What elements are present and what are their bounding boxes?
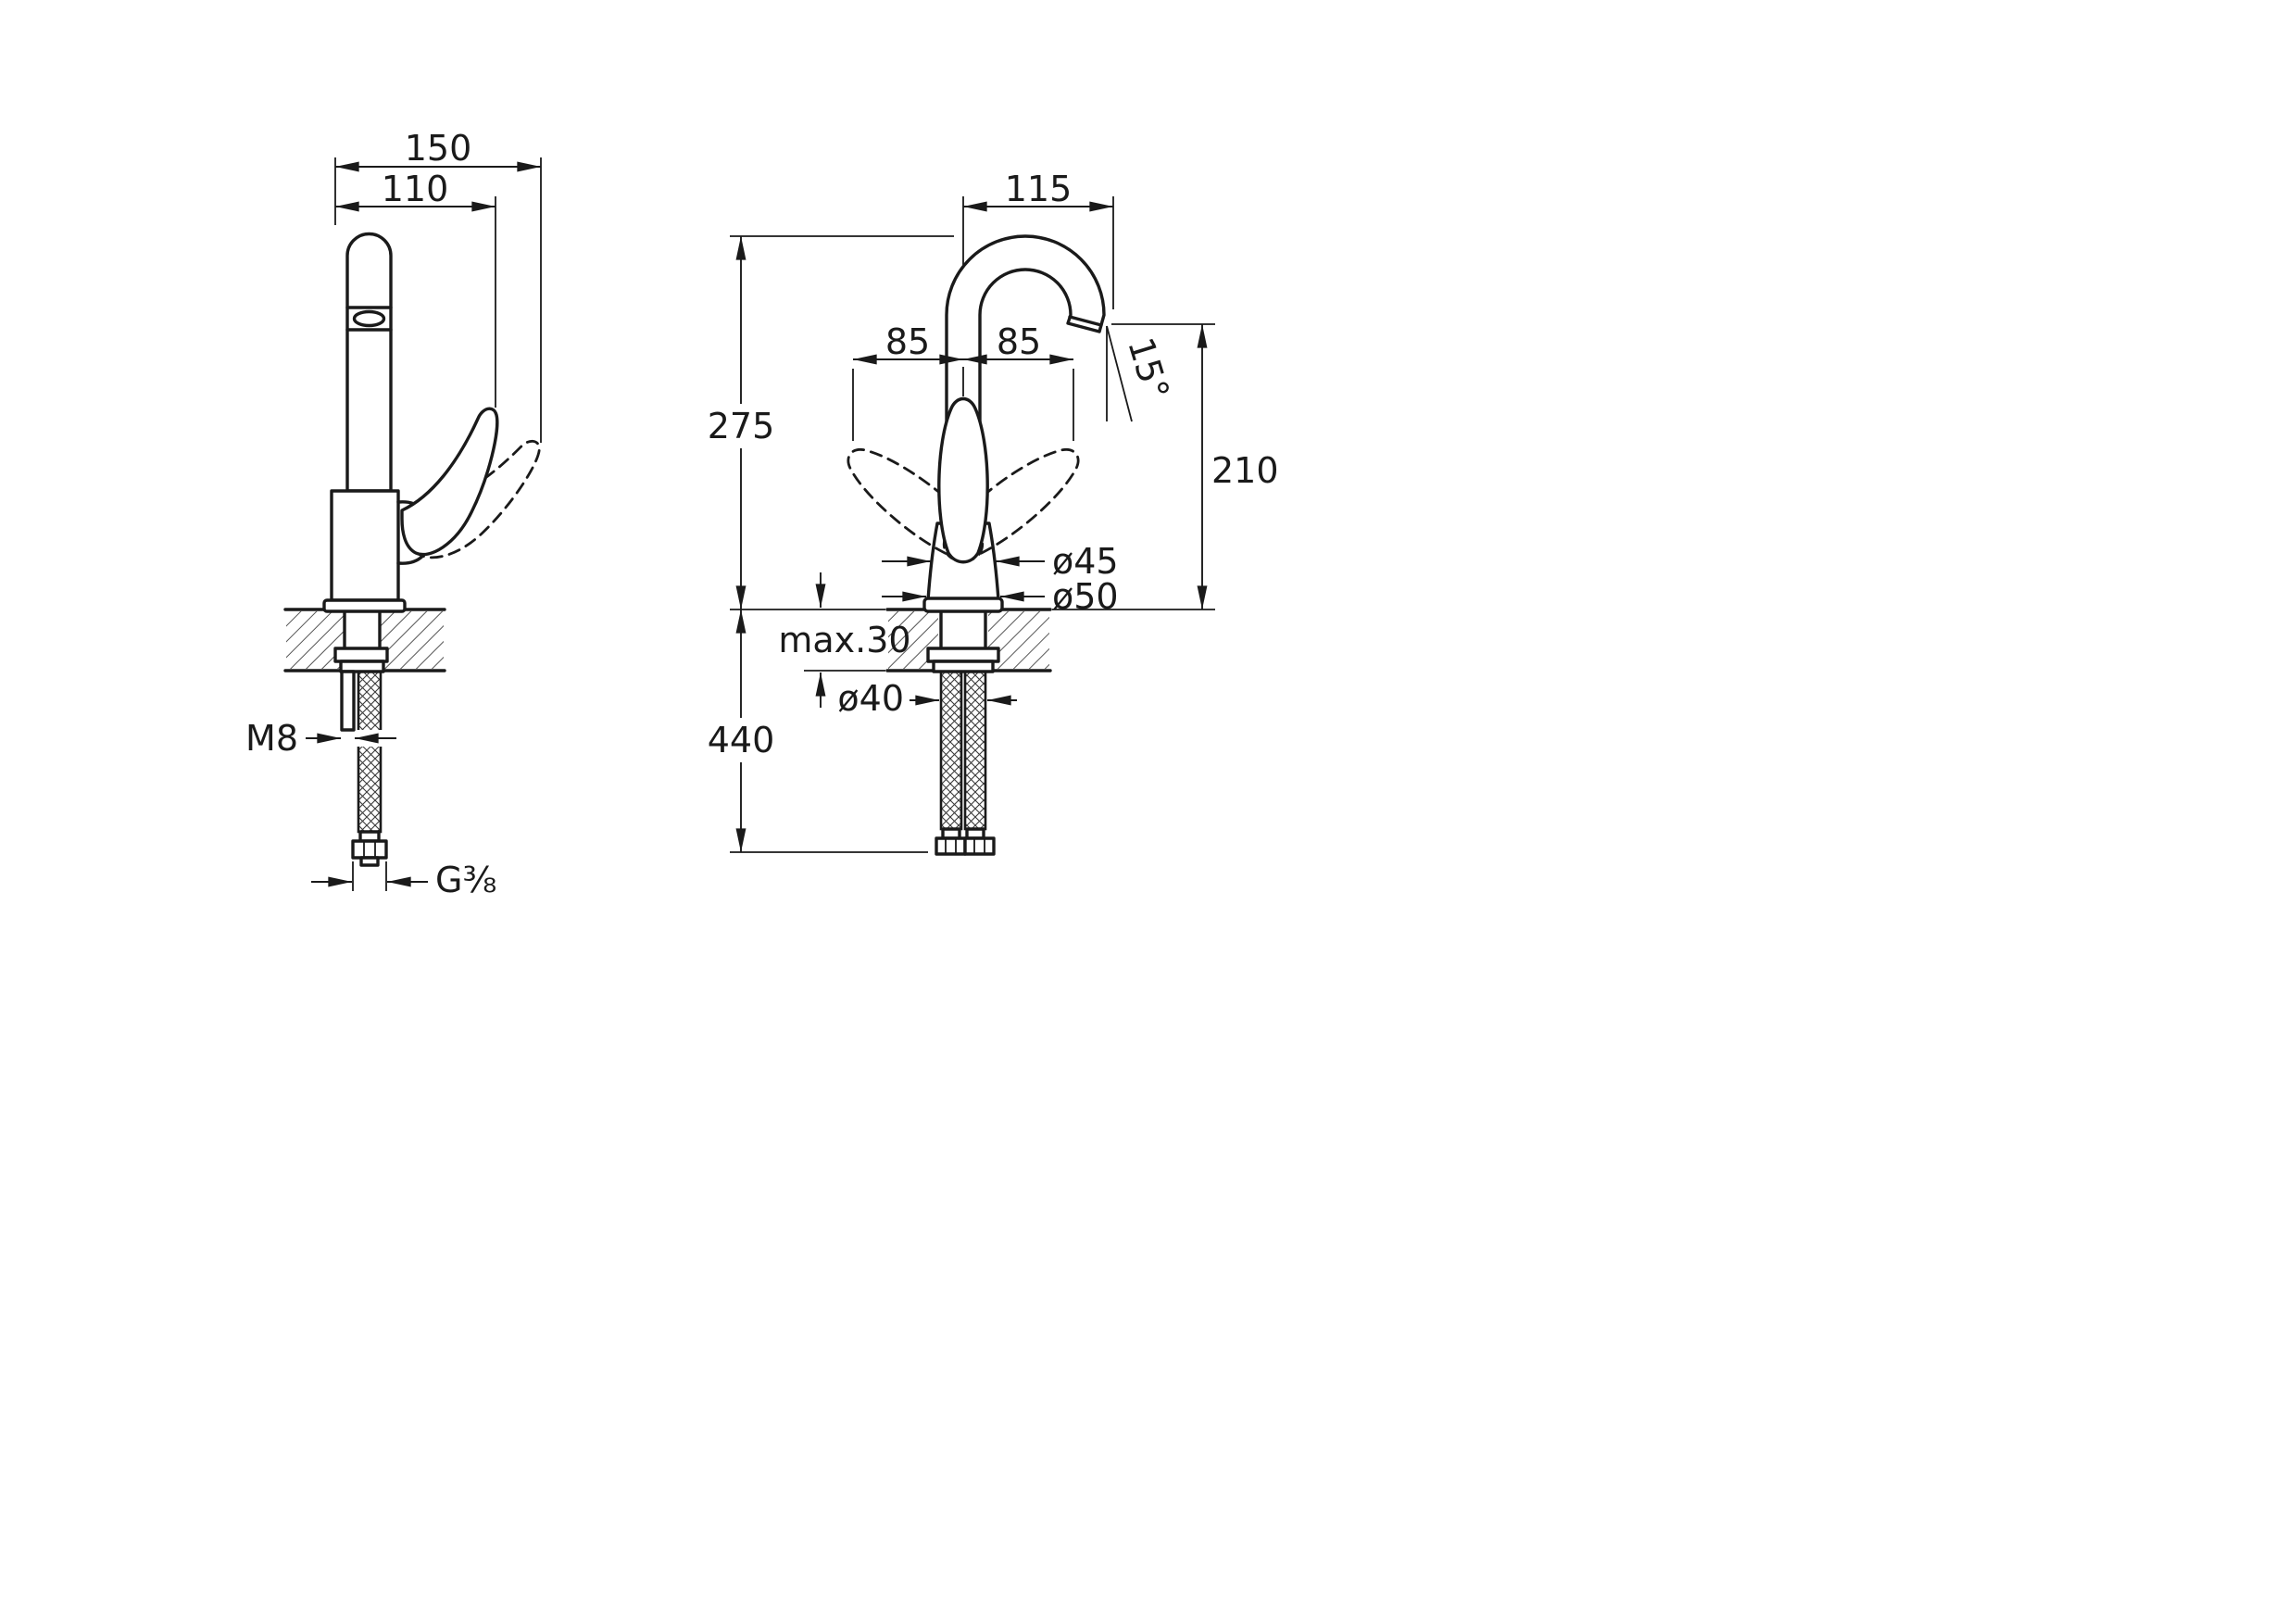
side-body — [330, 489, 400, 602]
dim-base-diameter: ø50 — [882, 576, 1119, 617]
front-hose-nut-right — [963, 836, 996, 856]
side-aerator — [345, 306, 393, 332]
front-base-flange — [922, 597, 1004, 613]
dim-label-g38: G⅜ — [435, 860, 496, 900]
front-hose-nut-left — [935, 836, 967, 856]
dim-hole-diameter: ø40 — [837, 678, 1017, 719]
dim-stud-thread: M8 — [245, 718, 396, 759]
dim-label-150: 150 — [405, 128, 472, 169]
dim-label-210: 210 — [1211, 450, 1279, 491]
dim-label-15deg: 15° — [1120, 333, 1177, 404]
dim-label-85-right: 85 — [997, 321, 1041, 362]
side-mounting-nut — [333, 647, 389, 663]
side-hose-nut — [351, 839, 388, 860]
dim-spout-height: 275 — [698, 235, 954, 610]
dim-spout-reach: 110 — [334, 169, 496, 408]
front-mounting-nut — [926, 647, 1000, 663]
dim-label-440: 440 — [708, 720, 775, 760]
side-underdeck — [340, 670, 388, 867]
front-handle-swing-right — [942, 447, 1080, 562]
dim-outlet-angle: 15° — [1106, 325, 1177, 422]
front-aerator-line — [1068, 315, 1103, 327]
dim-spout-offset: 115 — [962, 169, 1114, 309]
front-flex-hose-right — [963, 670, 987, 831]
dim-label-dia50: ø50 — [1052, 576, 1119, 617]
dim-label-110: 110 — [382, 169, 449, 209]
dim-max-deck-thickness: max.30 — [778, 572, 911, 708]
dim-label-dia45: ø45 — [1052, 541, 1119, 582]
dim-body-diameter: ø45 — [882, 541, 1119, 582]
dim-label-m8: M8 — [245, 718, 298, 759]
front-view: 115 275 440 85 85 — [698, 169, 1279, 856]
side-flex-hose — [357, 670, 383, 834]
dim-outlet-clearance: 210 — [1052, 323, 1279, 610]
dim-label-115: 115 — [1005, 169, 1073, 209]
dim-overall-depth: 150 — [334, 128, 542, 443]
front-deck-section — [885, 608, 1052, 673]
side-fixing-stud — [340, 670, 356, 732]
side-handle-lever — [400, 407, 499, 557]
side-view: 150 110 M8 G⅜ — [245, 128, 542, 900]
side-hose-stub — [359, 856, 380, 867]
front-handle-lever — [937, 396, 989, 564]
side-deck-section — [283, 608, 446, 673]
front-mounting-washer — [932, 660, 995, 673]
dim-handle-swing: 85 85 — [852, 321, 1074, 441]
front-underdeck — [935, 670, 996, 856]
dim-label-dia40: ø40 — [837, 678, 904, 719]
dim-label-275: 275 — [708, 406, 775, 446]
dim-label-max30: max.30 — [778, 620, 910, 660]
side-base-flange — [322, 598, 407, 613]
side-spout-outline — [345, 232, 393, 493]
dim-label-85-left: 85 — [885, 321, 930, 362]
front-flex-hose-left — [939, 670, 963, 831]
front-handle-swing-left — [847, 447, 985, 562]
dim-hose-length: 440 — [698, 609, 928, 853]
dim-hose-thread: G⅜ — [311, 860, 496, 900]
